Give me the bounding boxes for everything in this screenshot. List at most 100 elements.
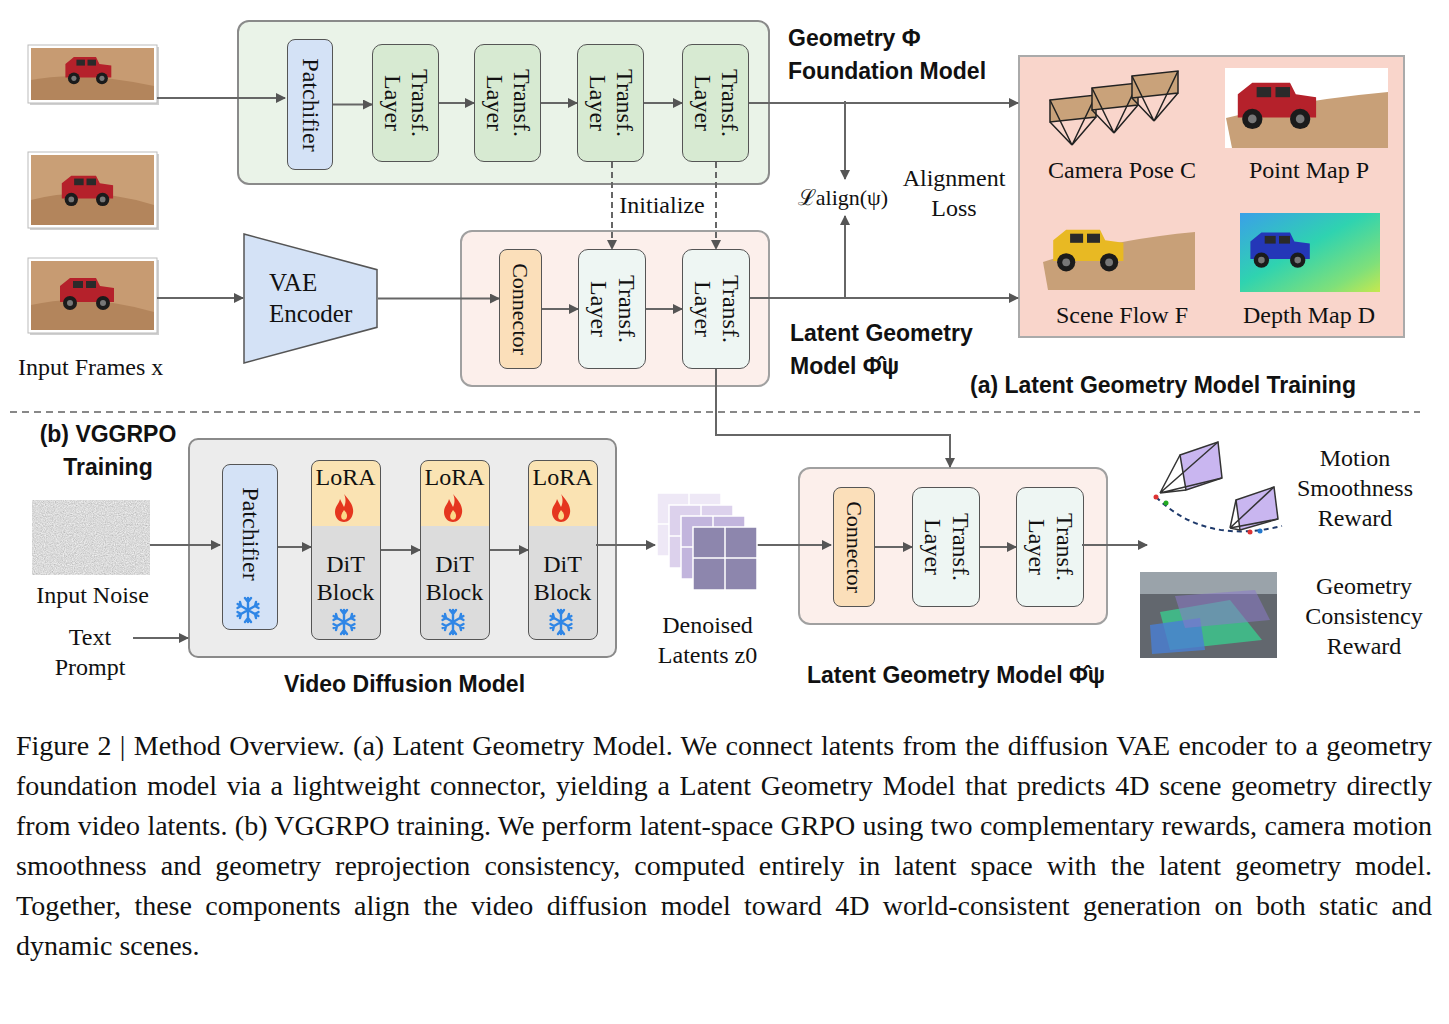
frozen-icon (238, 598, 572, 634)
camera-trajectory-illustration (1154, 495, 1159, 500)
annotation: Text Prompt (40, 622, 140, 682)
input-frame-photo (31, 76, 154, 100)
connector-arrow (749, 102, 1018, 104)
box-label: Transf. Layer (584, 275, 639, 343)
annotation: Input Noise (20, 580, 165, 610)
group-box: Latent Geometry Model Φ̂ψConnectorTransf… (460, 230, 770, 387)
noise-image (32, 500, 150, 575)
input-frame-photo (60, 278, 114, 310)
box-label: Transf. Layer (583, 69, 638, 137)
process-box: Connector (833, 487, 875, 607)
camera-pose-illustration (1050, 71, 1178, 145)
camera-trajectory-illustration (1160, 442, 1222, 493)
connector-arrow (875, 546, 912, 548)
process-box: Connector (499, 249, 542, 369)
box-label: Transf. Layer (480, 69, 535, 137)
connector-arrow (541, 102, 577, 104)
box-label: Connector (508, 263, 533, 355)
box-label: Connector (841, 501, 866, 593)
flow-arrow (757, 544, 831, 546)
process-box: Transf. Layer (682, 44, 749, 162)
flow-arrow (157, 97, 285, 99)
group-box: Geometry Φ Foundation ModelPatchifierTra… (237, 20, 770, 185)
point-map-illustration (1225, 68, 1388, 148)
geometry-consistency-illustration (1140, 572, 1277, 658)
process-box: Transf. Layer (474, 44, 541, 162)
annotation: Denoised Latents z0 (635, 610, 780, 670)
annotation: (b) VGGRPO Training (18, 418, 198, 485)
connector-arrow (646, 308, 682, 310)
process-box: Transf. Layer (912, 487, 980, 607)
latent-stack-illustration (693, 527, 757, 590)
group-title: Latent Geometry Model Φ̂ψ (807, 659, 1147, 692)
encoder-trapezoid: VAE Encoder (243, 233, 378, 364)
flow-arrow (844, 216, 846, 298)
connector-arrow (490, 549, 528, 551)
camera-pose-illustration (1132, 71, 1178, 121)
frozen-icon (443, 610, 464, 634)
input-frame-photo (30, 260, 159, 335)
input-frame-photo (31, 155, 154, 225)
input-frame-photo (28, 45, 159, 105)
box-label: Transf. Layer (918, 513, 973, 581)
input-frame-photo (62, 176, 113, 206)
trapezoid-outline (243, 233, 378, 364)
latent-stack-illustration (657, 493, 757, 590)
group-box: Latent Geometry Model Φ̂ψConnectorTransf… (798, 467, 1108, 625)
input-frame-photo (28, 258, 157, 333)
camera-pose-illustration (1050, 95, 1096, 145)
output-caption: Depth Map D (1214, 300, 1404, 330)
geometry-consistency-illustration (1175, 590, 1270, 628)
camera-trajectory-illustration (1248, 530, 1253, 535)
flow-arrow (133, 98, 1147, 638)
adapter-label: LoRA (312, 464, 379, 492)
connector-arrow (278, 546, 311, 548)
output-caption: Scene Flow F (1022, 300, 1222, 330)
input-frame-photo (31, 48, 154, 100)
box-label: Patchifier (236, 487, 264, 580)
trainable-icon (335, 494, 570, 522)
point-map-illustration (1238, 83, 1316, 129)
camera-trajectory-illustration (1164, 501, 1169, 506)
depth-map-illustration (1240, 213, 1380, 292)
frozen-icon (334, 610, 355, 634)
camera-trajectory-illustration (1258, 529, 1263, 534)
flow-arrow (150, 544, 220, 546)
input-frame-photo (30, 47, 159, 105)
box-label: DiT Block (312, 551, 379, 606)
input-frame-photo (31, 261, 154, 330)
process-box: Transf. Layer (1016, 487, 1084, 607)
box-label: Transf. Layer (1022, 513, 1077, 581)
trainable-icon (552, 494, 570, 522)
input-frame-photo (28, 152, 159, 230)
flow-arrow (844, 101, 846, 179)
connector-arrow (611, 162, 613, 249)
figure-caption: Figure 2 | Method Overview. (a) Latent G… (16, 726, 1432, 966)
input-frame-photo (28, 258, 159, 335)
connector-arrow (644, 102, 682, 104)
annotation: Initialize (612, 190, 712, 220)
connector-arrow (750, 297, 1018, 299)
point-map-illustration (1225, 68, 1388, 148)
geometry-consistency-illustration (1140, 572, 1277, 658)
annotation: Input Frames x (18, 352, 218, 382)
box-label: DiT Block (529, 551, 596, 606)
frozen-icon (238, 598, 259, 622)
connector-arrow (715, 162, 717, 249)
annotation: Motion Smoothness Reward (1280, 443, 1430, 533)
camera-trajectory-illustration (1154, 442, 1283, 535)
box-label: Transf. Layer (688, 69, 743, 137)
output-caption: Point Map P (1214, 155, 1404, 185)
flow-arrow (1082, 544, 1147, 546)
trainable-icon (335, 494, 353, 522)
latent-stack-illustration (693, 527, 757, 590)
box-label: Transf. Layer (688, 275, 743, 343)
output-caption: Camera Pose C (1022, 155, 1222, 185)
depth-map-illustration (1250, 233, 1309, 268)
group-title: Latent Geometry Model Φ̂ψ (790, 317, 1000, 384)
process-box: Patchifier (287, 39, 333, 170)
input-frame-photo (28, 152, 157, 228)
connector-arrow (716, 369, 950, 467)
connector-arrow (542, 308, 578, 310)
